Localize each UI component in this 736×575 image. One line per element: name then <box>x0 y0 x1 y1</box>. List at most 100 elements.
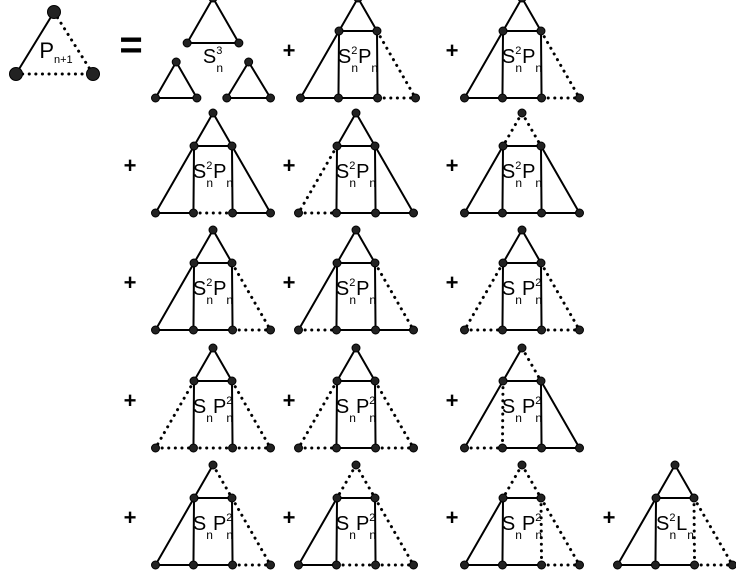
vertex-dot <box>536 141 546 151</box>
triangle-edge <box>355 229 376 264</box>
vertex-dot <box>228 560 238 570</box>
vertex-dot <box>227 258 237 268</box>
triangle-edge <box>212 112 233 147</box>
triangle-edge <box>357 0 378 32</box>
vertex-dot <box>460 93 469 103</box>
triangle-edge <box>539 380 581 449</box>
vertex-dot <box>331 325 341 335</box>
triangle-edge <box>373 145 377 214</box>
vertex-dot <box>371 208 381 218</box>
triangle-edge <box>154 497 196 566</box>
vertex-dot <box>613 560 622 570</box>
triangle-edge <box>539 262 543 331</box>
vertex-dot <box>497 208 507 218</box>
small-triangle-edge <box>247 61 272 99</box>
vertex-dot <box>498 258 508 268</box>
vertex-dot <box>409 443 418 453</box>
vertex-dot <box>537 443 547 453</box>
triangle-edge <box>338 0 359 32</box>
vertex-dot <box>244 57 254 67</box>
triangle-edge <box>539 145 543 214</box>
triangle-edge <box>335 463 358 500</box>
vertex-dot <box>411 93 420 103</box>
triangle-edge <box>230 262 234 331</box>
vertex-dot <box>296 93 305 103</box>
vertex-dot <box>188 560 198 570</box>
vertex-dot <box>460 560 469 570</box>
triangle-edge <box>297 144 339 215</box>
triangle-edge <box>501 145 505 214</box>
vertex-dot <box>188 325 198 335</box>
vertex-dot <box>222 93 232 103</box>
vertex-dot <box>188 208 198 218</box>
triangle-edge <box>502 229 523 264</box>
vertex-dot <box>189 376 199 386</box>
vertex-dot <box>498 141 508 151</box>
plus-sign: + <box>283 505 296 530</box>
triangle-edge <box>355 112 376 147</box>
triangle-edge <box>501 497 505 566</box>
triangle-edge <box>463 30 505 99</box>
vertex-dot <box>517 108 527 118</box>
triangle-edge <box>192 145 196 214</box>
vertex-dot <box>294 443 303 453</box>
vertex-dot <box>536 493 546 503</box>
vertex-dot <box>651 493 661 503</box>
triangle-edge <box>297 497 339 566</box>
triangle-edge <box>230 145 272 214</box>
triangle-edge <box>502 0 523 32</box>
vertex-dot <box>294 208 303 218</box>
triangle-edge <box>230 380 234 449</box>
small-triangle-edge <box>186 0 214 44</box>
triangle-edge <box>373 145 415 214</box>
triangle-edge <box>373 379 415 450</box>
vertex-dot <box>227 141 237 151</box>
vertex-dot <box>536 258 546 268</box>
triangle-edge <box>674 464 695 499</box>
triangle-edge <box>463 261 505 332</box>
triangle-edge <box>692 496 734 567</box>
vertex-dot <box>332 141 342 151</box>
vertex-dot <box>353 0 363 3</box>
vertex-dot <box>333 93 343 103</box>
vertex-dot <box>192 93 202 103</box>
vertex-dot <box>351 108 361 118</box>
triangle-edge <box>654 497 658 566</box>
vertex-dot <box>189 141 199 151</box>
plus-sign: + <box>603 505 616 530</box>
triangle-edge <box>336 347 357 382</box>
plus-sign: + <box>446 270 459 295</box>
small-triangle-edge <box>154 61 178 99</box>
triangle-edge <box>616 497 658 566</box>
lhs-vertex-dot <box>9 67 23 81</box>
triangle-edge <box>373 496 415 567</box>
triangle-edge <box>154 379 196 450</box>
vertex-dot <box>371 325 381 335</box>
triangle-edge <box>520 463 543 500</box>
triangle-edge <box>520 111 543 148</box>
triangle-edge <box>335 145 339 214</box>
triangle-edge <box>463 145 505 214</box>
vertex-dot <box>227 493 237 503</box>
vertex-dot <box>575 325 584 335</box>
triangle-edge <box>539 261 581 332</box>
vertex-dot <box>460 325 469 335</box>
triangle-edge <box>463 380 505 449</box>
triangle-edge <box>692 496 697 567</box>
triangle-edge <box>539 496 544 567</box>
triangle-edge <box>212 347 233 382</box>
triangle-edge <box>655 464 676 499</box>
